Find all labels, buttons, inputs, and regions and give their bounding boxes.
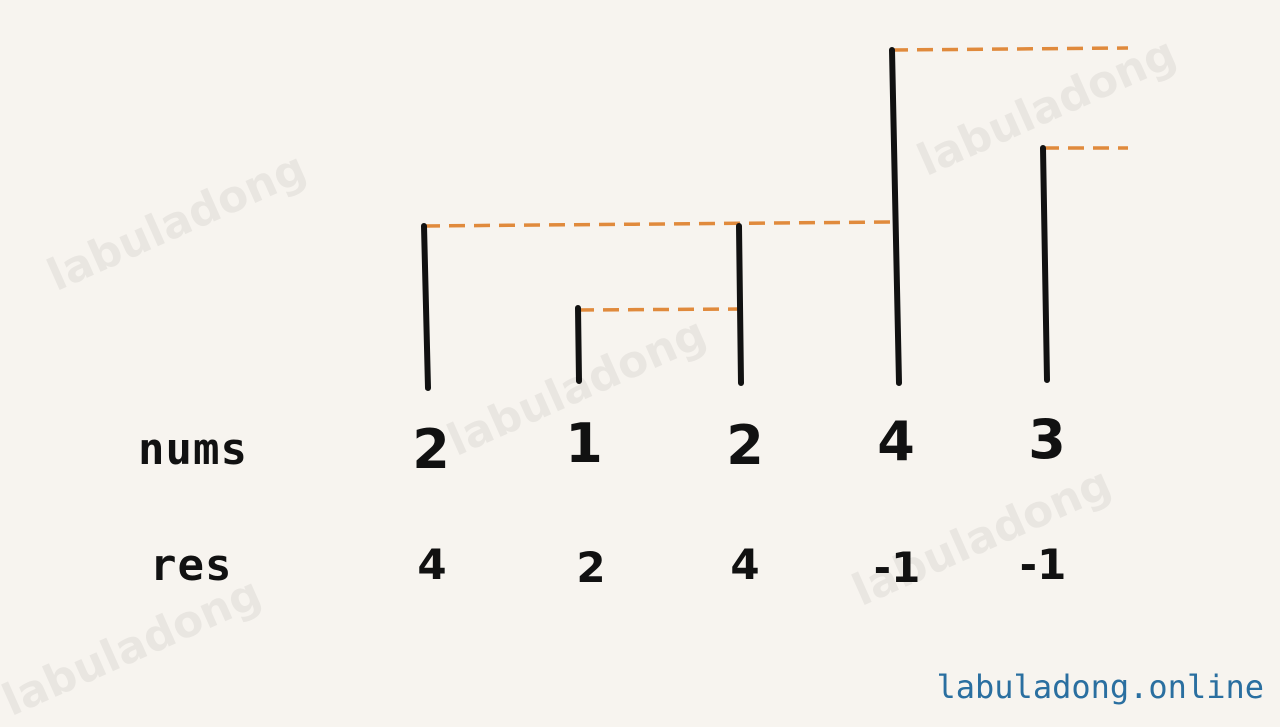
bar-2 xyxy=(421,223,431,391)
res-label: res xyxy=(150,540,233,591)
site-link[interactable]: labuladong.online xyxy=(936,668,1264,706)
res-value: 2 xyxy=(576,543,606,592)
nums-value: 1 xyxy=(565,412,603,475)
res-value: -1 xyxy=(873,543,921,592)
next-greater-line xyxy=(423,220,893,228)
res-value: 4 xyxy=(417,540,447,589)
bar-1 xyxy=(575,305,582,384)
bar-4 xyxy=(889,47,902,386)
bar-3 xyxy=(1040,145,1050,383)
res-value: 4 xyxy=(730,540,760,589)
res-value: -1 xyxy=(1019,540,1067,589)
nums-value: 2 xyxy=(726,414,764,477)
nums-value: 2 xyxy=(412,418,450,481)
nums-value: 4 xyxy=(877,410,915,473)
nums-value: 3 xyxy=(1028,408,1066,471)
no-greater-line xyxy=(891,46,1129,52)
next-greater-line xyxy=(577,307,741,312)
nums-label: nums xyxy=(138,424,248,475)
bar-2 xyxy=(736,223,744,386)
